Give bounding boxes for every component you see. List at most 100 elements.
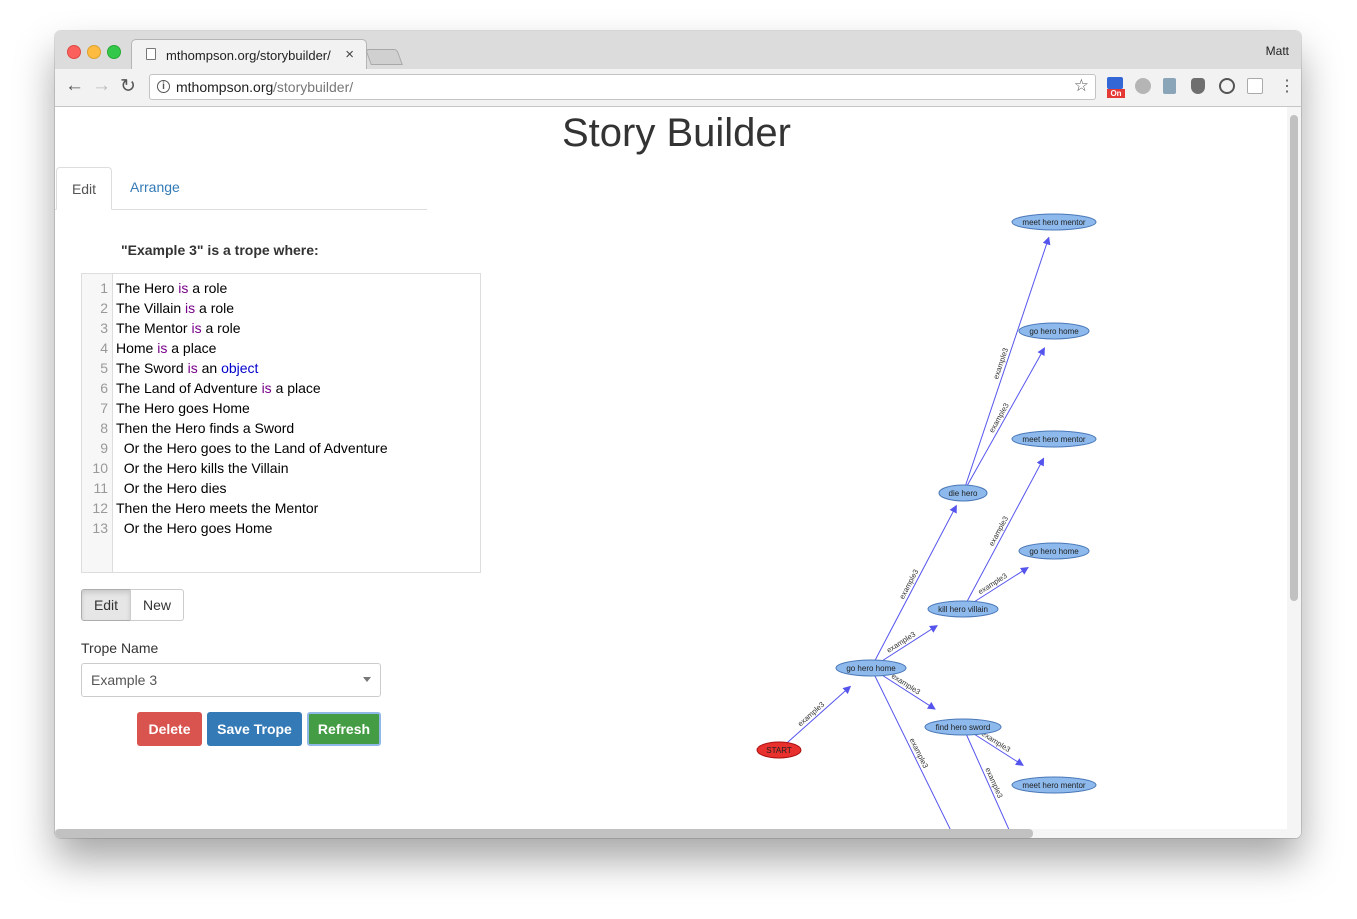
tab-title: mthompson.org/storybuilder/	[166, 48, 331, 63]
url-path: /storybuilder/	[273, 79, 354, 95]
shield-extension-icon[interactable]	[1191, 78, 1205, 94]
menu-icon[interactable]: ⋮	[1279, 78, 1295, 95]
node-shape	[1011, 430, 1097, 448]
line-number: 7	[100, 400, 108, 416]
line-code: Or the Hero dies	[116, 480, 227, 496]
node-shape	[835, 659, 907, 677]
line-code: The Villain is a role	[116, 300, 235, 316]
node-shape	[1018, 542, 1090, 560]
horizontal-scroll-thumb[interactable]	[55, 829, 1033, 838]
node-label: START	[766, 746, 792, 755]
editor-line[interactable]: 8 Then the Hero finds a Sword	[82, 418, 480, 438]
line-number: 10	[92, 460, 108, 476]
compass-extension-icon[interactable]	[1135, 78, 1151, 94]
blank-extension-icon[interactable]	[1247, 78, 1263, 94]
vertical-scrollbar[interactable]	[1287, 107, 1301, 838]
forward-icon[interactable]: →	[92, 75, 111, 96]
graph-node[interactable]: START	[756, 741, 802, 759]
close-window-button[interactable]	[67, 45, 81, 59]
node-label: die hero	[949, 489, 978, 498]
graph-node[interactable]: meet hero mentor	[1011, 430, 1097, 448]
chevron-down-icon	[363, 677, 371, 682]
line-number: 6	[100, 380, 108, 396]
new-tab-button[interactable]	[365, 49, 403, 65]
zoom-window-button[interactable]	[107, 45, 121, 59]
edge-label: example3	[796, 700, 826, 728]
address-bar[interactable]: i mthompson.org /storybuilder/ ☆	[149, 74, 1096, 100]
book-extension-icon[interactable]	[1163, 78, 1176, 94]
graph-node[interactable]: meet hero mentor	[1011, 213, 1097, 231]
line-number: 11	[93, 480, 108, 496]
save-trope-button[interactable]: Save Trope	[207, 712, 302, 746]
title-bar: mthompson.org/storybuilder/ × Matt	[55, 31, 1301, 70]
tab-arrange[interactable]: Arrange	[130, 179, 180, 195]
graph-node[interactable]: go hero home	[1018, 542, 1090, 560]
node-shape	[756, 741, 802, 759]
page-content: Story Builder Edit Arrange "Example 3" i…	[55, 107, 1301, 838]
trope-name-select[interactable]: Example 3	[81, 663, 381, 697]
tab-bar: Edit Arrange	[55, 167, 427, 210]
info-icon[interactable]: i	[157, 80, 170, 93]
graph-node[interactable]: go hero home	[1018, 322, 1090, 340]
line-number: 8	[100, 420, 108, 436]
reload-icon[interactable]: ↻	[120, 76, 136, 97]
line-code: The Hero is a role	[116, 280, 228, 296]
horizontal-scrollbar[interactable]	[55, 829, 1287, 838]
edge-label: example3	[885, 630, 917, 655]
editor-line[interactable]: 13 Or the Hero goes Home	[82, 518, 480, 538]
back-icon[interactable]: ←	[65, 75, 84, 96]
new-mode-button[interactable]: New	[130, 589, 184, 621]
minimize-window-button[interactable]	[87, 45, 101, 59]
tab-edit[interactable]: Edit	[56, 167, 112, 210]
refresh-button[interactable]: Refresh	[307, 712, 381, 746]
line-code: Then the Hero finds a Sword	[116, 420, 295, 436]
node-shape	[927, 600, 999, 618]
line-number: 9	[100, 440, 108, 456]
node-label: kill hero villain	[938, 605, 988, 614]
browser-tab[interactable]: mthompson.org/storybuilder/ ×	[131, 39, 367, 70]
trope-name-label: Trope Name	[81, 640, 159, 656]
graph-node[interactable]: meet hero mentor	[1011, 776, 1097, 794]
line-number: 2	[100, 300, 108, 316]
line-number: 4	[100, 340, 108, 356]
editor-line[interactable]: 11 Or the Hero dies	[82, 478, 480, 498]
graph-edge	[870, 504, 957, 669]
node-shape	[1011, 213, 1097, 231]
node-label: find hero sword	[936, 723, 991, 732]
editor-line[interactable]: 4 Home is a place	[82, 338, 480, 358]
editor-line[interactable]: 2 The Villain is a role	[82, 298, 480, 318]
password-extension-icon[interactable]	[1219, 78, 1235, 94]
page-icon	[146, 48, 156, 60]
line-code: Home is a place	[116, 340, 217, 356]
node-shape	[924, 718, 1002, 736]
node-shape	[938, 484, 988, 502]
profile-name[interactable]: Matt	[1265, 44, 1289, 58]
editor-line[interactable]: 9 Or the Hero goes to the Land of Advent…	[82, 438, 480, 458]
line-number-gutter	[82, 274, 113, 572]
graph-node[interactable]: die hero	[938, 484, 988, 502]
graph-node[interactable]: go hero home	[835, 659, 907, 677]
graph-node[interactable]: kill hero villain	[927, 600, 999, 618]
line-number: 13	[92, 520, 108, 536]
bookmark-star-icon[interactable]: ☆	[1073, 76, 1089, 95]
line-code: The Sword is an object	[116, 360, 259, 376]
close-tab-icon[interactable]: ×	[345, 46, 354, 63]
edge-label: example3	[890, 671, 922, 696]
edit-mode-button[interactable]: Edit	[81, 589, 131, 621]
story-graph[interactable]: example3example3example3example3example3…	[745, 203, 1145, 838]
graph-node[interactable]: find hero sword	[924, 718, 1002, 736]
line-code: Or the Hero goes to the Land of Adventur…	[116, 440, 388, 456]
line-number: 3	[100, 320, 108, 336]
vertical-scroll-thumb[interactable]	[1290, 115, 1298, 601]
graph-edge	[962, 726, 1014, 838]
translate-extension-icon[interactable]	[1107, 77, 1123, 89]
editor-line[interactable]: 10 Or the Hero kills the Villain	[82, 458, 480, 478]
delete-button[interactable]: Delete	[137, 712, 202, 746]
